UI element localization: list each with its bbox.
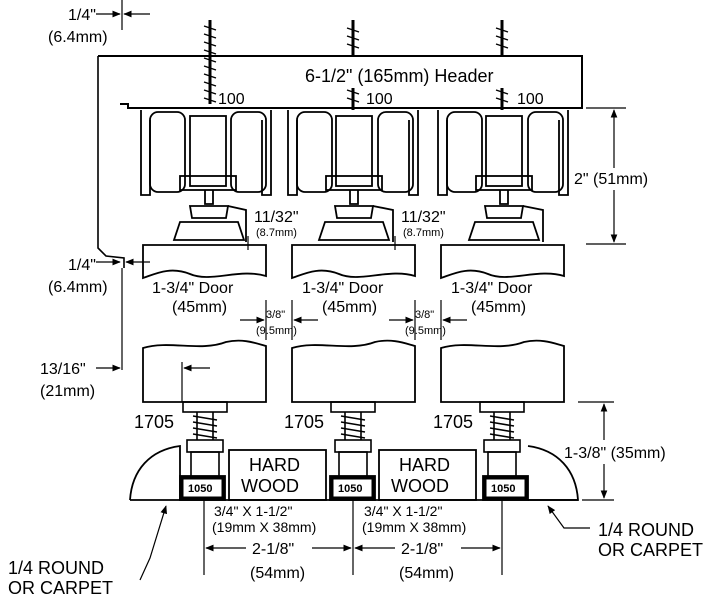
hanger-offset-imperial-1: 11/32" — [254, 209, 299, 226]
guide-spacing-imperial-1: 2-1/8" — [252, 541, 294, 558]
door-spacing-metric-1: (9.5mm) — [256, 325, 297, 337]
door-setback-metric: (21mm) — [40, 383, 95, 400]
door-spacing-metric-2: (9.5mm) — [405, 325, 446, 337]
trim-label-right-1: 1/4 ROUND — [598, 520, 694, 540]
door-setback-imperial: 13/16" — [40, 361, 86, 378]
door-spacing-imperial-2: 3/8" — [415, 309, 434, 321]
hardwood-size-metric-2: (19mm X 38mm) — [362, 519, 466, 535]
track-center — [287, 110, 419, 242]
screws — [203, 20, 509, 110]
doors-upper — [142, 244, 565, 280]
pivot-model-2: 1705 — [284, 412, 324, 432]
door-thickness-metric-3: (45mm) — [471, 299, 526, 316]
guide-model-1: 1050 — [188, 483, 212, 495]
guide-spacing-metric-2: (54mm) — [399, 565, 454, 582]
trim-label-left-2: OR CARPET — [8, 578, 113, 598]
hardwood-size-1: 3/4" X 1-1/2" — [214, 503, 292, 519]
hanger-model-1: 100 — [218, 91, 245, 108]
dimension-lines — [96, 0, 626, 581]
header-label: 6-1/2" (165mm) Header — [305, 66, 493, 86]
floor-assembly — [129, 444, 579, 501]
hardwood-label-1b: WOOD — [241, 476, 299, 496]
hanger-model-2: 100 — [366, 91, 393, 108]
door-thickness-1: 1-3/4" Door — [152, 280, 234, 297]
door-gap-metric: (6.4mm) — [48, 279, 108, 296]
door-thickness-metric-2: (45mm) — [322, 299, 377, 316]
pivot-model-1: 1705 — [134, 412, 174, 432]
hanger-offset-metric-2: (8.7mm) — [403, 227, 444, 239]
track-left — [140, 110, 272, 242]
hardwood-size-2: 3/4" X 1-1/2" — [364, 503, 442, 519]
guide-spacing-metric-1: (54mm) — [250, 565, 305, 582]
guide-model-2: 1050 — [338, 483, 362, 495]
hardwood-label-2b: WOOD — [391, 476, 449, 496]
hanger-model-3: 100 — [517, 91, 544, 108]
door-gap-imperial: 1/4" — [68, 257, 96, 274]
trim-label-right-2: OR CARPET — [598, 540, 703, 560]
track-height-label: 2" (51mm) — [574, 171, 648, 188]
doors-lower — [142, 339, 565, 403]
header-gap-imperial: 1/4" — [68, 7, 96, 24]
trim-label-left-1: 1/4 ROUND — [8, 558, 104, 578]
track-right — [437, 110, 569, 242]
door-thickness-metric-1: (45mm) — [172, 299, 227, 316]
door-thickness-2: 1-3/4" Door — [302, 280, 384, 297]
hanger-offset-imperial-2: 11/32" — [401, 209, 446, 226]
hardwood-size-metric-1: (19mm X 38mm) — [212, 519, 316, 535]
floor-height-label: 1-3/8" (35mm) — [564, 445, 666, 462]
header — [97, 55, 583, 268]
door-thickness-3: 1-3/4" Door — [451, 280, 533, 297]
guide-spacing-imperial-2: 2-1/8" — [401, 541, 443, 558]
guide-model-3: 1050 — [491, 483, 515, 495]
header-gap-metric: (6.4mm) — [48, 29, 108, 46]
door-spacing-imperial-1: 3/8" — [266, 309, 285, 321]
pivot-model-3: 1705 — [433, 412, 473, 432]
pivots — [182, 401, 525, 483]
hardwood-label-2a: HARD — [399, 455, 450, 475]
hanger-offset-metric-1: (8.7mm) — [256, 227, 297, 239]
hardwood-label-1a: HARD — [249, 455, 300, 475]
